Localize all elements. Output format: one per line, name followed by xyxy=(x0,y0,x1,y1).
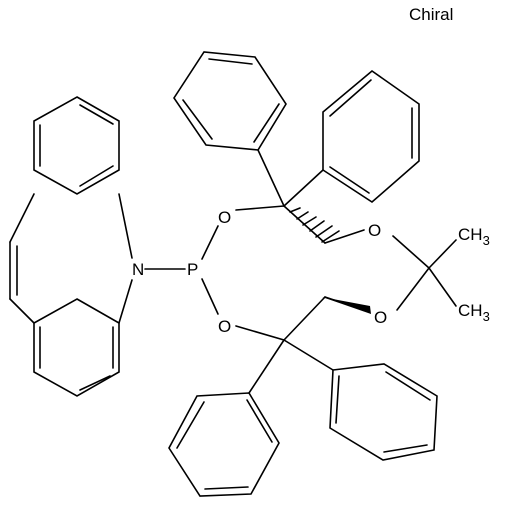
oxygen-atom-label-bottom: O xyxy=(218,317,231,336)
methyl-label-top: CH3 xyxy=(458,225,490,248)
phosphorus-atom-label: P xyxy=(187,260,198,279)
phenyl-top-left xyxy=(173,51,287,207)
dioxolane-ring xyxy=(322,229,457,314)
oxygen-atom-label-dioxolane-top: O xyxy=(368,221,381,240)
upper-benzo-ring xyxy=(33,96,120,195)
phenyl-bottom-right xyxy=(283,339,438,461)
azepine-ring xyxy=(9,193,186,324)
methyl-label-bottom: CH3 xyxy=(458,301,490,324)
oxygen-atom-label-dioxolane-bottom: O xyxy=(374,308,387,327)
phenyl-bottom-left xyxy=(168,339,285,497)
oxygen-atom-label-top: O xyxy=(218,208,231,227)
stereo-wedge-bond xyxy=(322,297,371,314)
chiral-label: Chiral xyxy=(409,5,453,24)
stereo-hash-bond xyxy=(289,207,340,243)
nitrogen-atom-label: N xyxy=(132,260,144,279)
lower-benzo-ring xyxy=(33,298,120,397)
phenyl-top-right xyxy=(283,69,420,207)
